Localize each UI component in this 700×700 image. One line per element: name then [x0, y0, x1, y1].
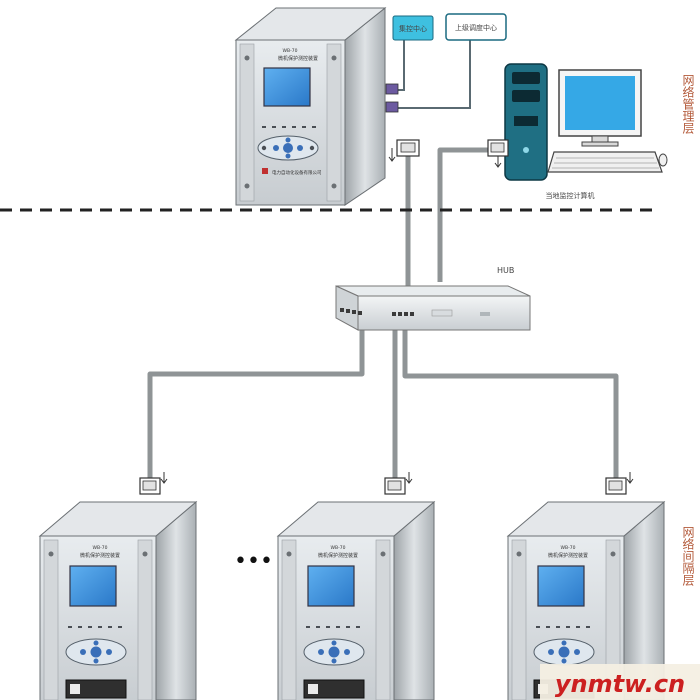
- top-device-port-1: [385, 83, 399, 95]
- monitor-icon: [558, 69, 642, 147]
- bay-device-3-keypad: [533, 626, 595, 666]
- bay-device-2-panel-title: WB-70: [331, 545, 346, 551]
- bay-device-2-screen: [307, 565, 355, 607]
- bay-device-1-screen: [69, 565, 117, 607]
- top-device-screen: [263, 67, 311, 107]
- link-to-center-1: [392, 40, 405, 91]
- bay-device-1-ethernet-connector: [139, 472, 168, 495]
- bay-device-2-ethernet-connector: [384, 472, 413, 495]
- mouse-icon: [658, 153, 668, 167]
- bay-device-1-panel-title: WB-70: [93, 545, 108, 551]
- workstation-label: 当地监控计算机: [546, 191, 595, 200]
- watermark-text: ynmtw.cn: [555, 670, 685, 698]
- bay-device-3-panel-title: WB-70: [561, 545, 576, 551]
- more-devices-ellipsis: •••: [234, 549, 273, 574]
- center-box-2-label: 上级调度中心: [455, 23, 497, 32]
- top-device-port-2: [385, 101, 399, 113]
- bay-device-2-panel-subtitle: 微机保护测控装置: [318, 552, 358, 559]
- hub-label: HUB: [497, 266, 514, 275]
- watermark: ynmtw.cn: [540, 664, 700, 700]
- top-device-ethernet-connector: [388, 139, 420, 162]
- bay-device-3-screen: [537, 565, 585, 607]
- bay-layer-label: 网络间隔层: [681, 526, 695, 587]
- center-box-2: 上级调度中心: [445, 13, 507, 41]
- workstation: 当地监控计算机: [487, 63, 668, 200]
- bay-device-1-keypad: [65, 626, 127, 666]
- top-device-cabinet: WB-70 微机保护测控装置 电力自动化设备有限公司: [234, 6, 420, 206]
- bay-device-2-keypad: [303, 626, 365, 666]
- bay-device-3-ethernet-connector: [605, 472, 634, 495]
- workstation-ethernet-connector: [487, 139, 509, 168]
- bay-device-3-panel-subtitle: 微机保护测控装置: [548, 552, 588, 559]
- computer-tower-icon: [504, 63, 548, 181]
- network-hub: HUB: [335, 266, 531, 331]
- management-layer-label: 网络管理层: [681, 74, 695, 135]
- cable-hub-to-bay-1: [147, 316, 365, 478]
- cable-workstation-to-hub: [437, 147, 490, 282]
- link-to-center-2: [392, 40, 471, 109]
- bay-device-1-panel-subtitle: 微机保护测控装置: [80, 552, 120, 559]
- center-links: [392, 40, 471, 109]
- top-device-company: 电力自动化设备有限公司: [272, 169, 322, 176]
- top-device-panel-title: WB-70: [283, 48, 298, 54]
- cable-hub-to-bay-3: [402, 320, 619, 480]
- network-cables: [147, 147, 619, 480]
- top-device-panel-subtitle: 微机保护测控装置: [278, 55, 318, 62]
- top-device-keypad: [257, 126, 319, 161]
- keyboard-icon: [547, 151, 663, 173]
- center-box-1-label: 集控中心: [399, 24, 427, 33]
- center-box-1: 集控中心: [392, 15, 434, 41]
- hub-ports: [340, 308, 414, 316]
